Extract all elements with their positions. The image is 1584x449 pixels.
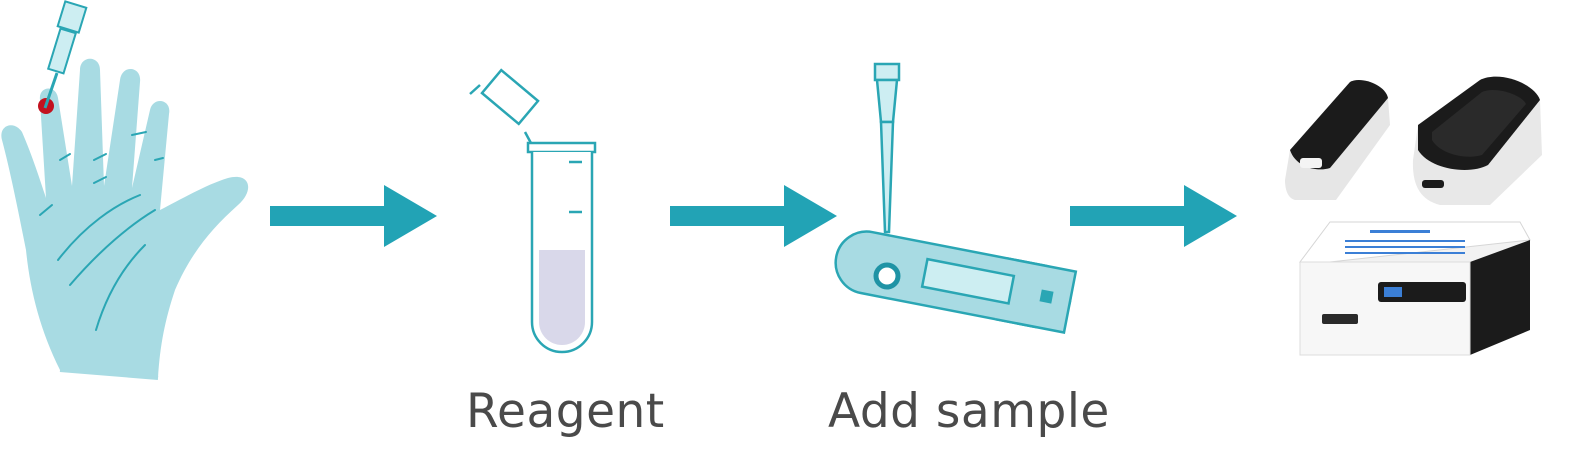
reagent-tube-icon (469, 68, 597, 354)
capillary-pipette-icon (43, 0, 88, 109)
reagent-label: Reagent (466, 384, 665, 439)
reader-devices-icon (1285, 76, 1542, 356)
arrow-right-icon (1070, 185, 1237, 247)
arrow-right-icon (670, 185, 837, 247)
handheld-reader-2 (1412, 76, 1542, 205)
test-cassette-icon (834, 230, 1078, 334)
add-sample-label: Add sample (828, 384, 1110, 439)
handheld-reader-1 (1285, 79, 1390, 200)
benchtop-analyser (1299, 221, 1531, 356)
gloved-hand-icon (1, 58, 249, 380)
pipette-tip-icon (873, 62, 901, 234)
arrow-right-icon (270, 185, 437, 247)
